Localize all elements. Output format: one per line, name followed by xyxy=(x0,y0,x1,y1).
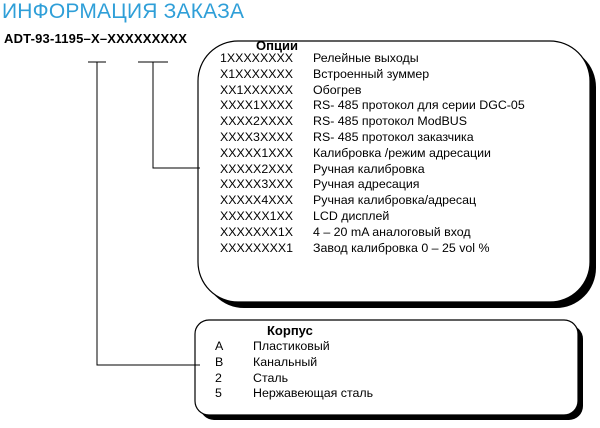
options-heading: Опции xyxy=(256,38,298,53)
item-label: RS- 485 протокол ModBUS xyxy=(313,114,467,129)
item-code: XXXXXXXX1 xyxy=(220,240,294,255)
item-code: X1XXXXXXX xyxy=(220,66,294,81)
item-code: XXXXX2XXX xyxy=(220,161,294,176)
item-label: RS- 485 протокол заказчика xyxy=(313,129,474,144)
list-item: XXXXX1XXX Калибровка /режим адресации xyxy=(220,146,525,162)
item-label: Ручная калибровка/адресац xyxy=(313,193,477,208)
item-code: B xyxy=(215,354,224,369)
housing-heading: Корпус xyxy=(267,323,313,338)
item-label: Сталь xyxy=(253,370,289,385)
list-item: XXXX2XXXX RS- 485 протокол ModBUS xyxy=(220,114,525,130)
item-code: XXXXX4XXX xyxy=(220,193,294,208)
item-label: Калибровка /режим адресации xyxy=(313,145,491,160)
list-item: A Пластиковый xyxy=(215,339,373,355)
item-label: Релейные выходы xyxy=(313,51,419,65)
item-code: XX1XXXXXX xyxy=(220,82,294,97)
page-title: ИНФОРМАЦИЯ ЗАКАЗА xyxy=(2,0,245,23)
list-item: XXXXXXX1X 4 – 20 mA аналоговый вход xyxy=(220,225,525,241)
item-label: Ручная адресация xyxy=(313,177,420,192)
list-item: XX1XXXXXX Обогрев xyxy=(220,83,525,99)
item-code: 2 xyxy=(215,370,222,385)
list-item: 1XXXXXXXX Релейные выходы xyxy=(220,51,525,67)
item-label: Канальный xyxy=(253,354,318,369)
item-code: XXXXXX1XX xyxy=(220,208,294,223)
item-label: RS- 485 протокол для серии DGC-05 xyxy=(313,98,525,113)
model-code: ADT-93-1195–X–XXXXXXXXX xyxy=(4,31,188,46)
item-code: XXXX3XXXX xyxy=(220,129,294,144)
item-label: Завод калибровка 0 – 25 vol % xyxy=(313,240,490,255)
list-item: X1XXXXXXX Встроенный зуммер xyxy=(220,67,525,83)
item-code: XXXXX1XXX xyxy=(220,145,294,160)
options-box xyxy=(197,40,591,303)
options-connector xyxy=(138,61,200,169)
list-item: XXXXX3XXX Ручная адресация xyxy=(220,177,525,193)
item-label: Обогрев xyxy=(313,82,362,97)
item-label: Пластиковый xyxy=(253,339,330,353)
item-label: 4 – 20 mA аналоговый вход xyxy=(313,224,471,239)
list-item: XXXXX4XXX Ручная калибровка/адресац xyxy=(220,193,525,209)
housing-box xyxy=(194,319,579,416)
item-label: Ручная калибровка xyxy=(313,161,425,176)
list-item: XXXX3XXXX RS- 485 протокол заказчика xyxy=(220,130,525,146)
item-label: Нержавеющая сталь xyxy=(253,386,374,401)
list-item: B Канальный xyxy=(215,355,373,371)
item-code: 5 xyxy=(215,386,222,401)
list-item: XXXX1XXXX RS- 485 протокол для серии DGC-… xyxy=(220,98,525,114)
item-code: XXXX2XXXX xyxy=(220,114,294,129)
list-item: 5 Нержавеющая сталь xyxy=(215,386,373,402)
item-code: XXXX1XXXX xyxy=(220,98,294,113)
item-code: A xyxy=(215,339,224,353)
item-label: Встроенный зуммер xyxy=(313,66,430,81)
housing-connector xyxy=(88,61,200,366)
list-item: XXXXX2XXX Ручная калибровка xyxy=(220,162,525,178)
item-code: XXXXXXX1X xyxy=(220,224,294,239)
list-item: XXXXXX1XX LCD дисплей xyxy=(220,209,525,225)
list-item: 2 Сталь xyxy=(215,371,373,387)
item-label: LCD дисплей xyxy=(313,208,390,223)
item-code: 1XXXXXXXX xyxy=(220,51,294,65)
item-code: XXXXX3XXX xyxy=(220,177,294,192)
list-item: XXXXXXXX1 Завод калибровка 0 – 25 vol % xyxy=(220,241,525,257)
